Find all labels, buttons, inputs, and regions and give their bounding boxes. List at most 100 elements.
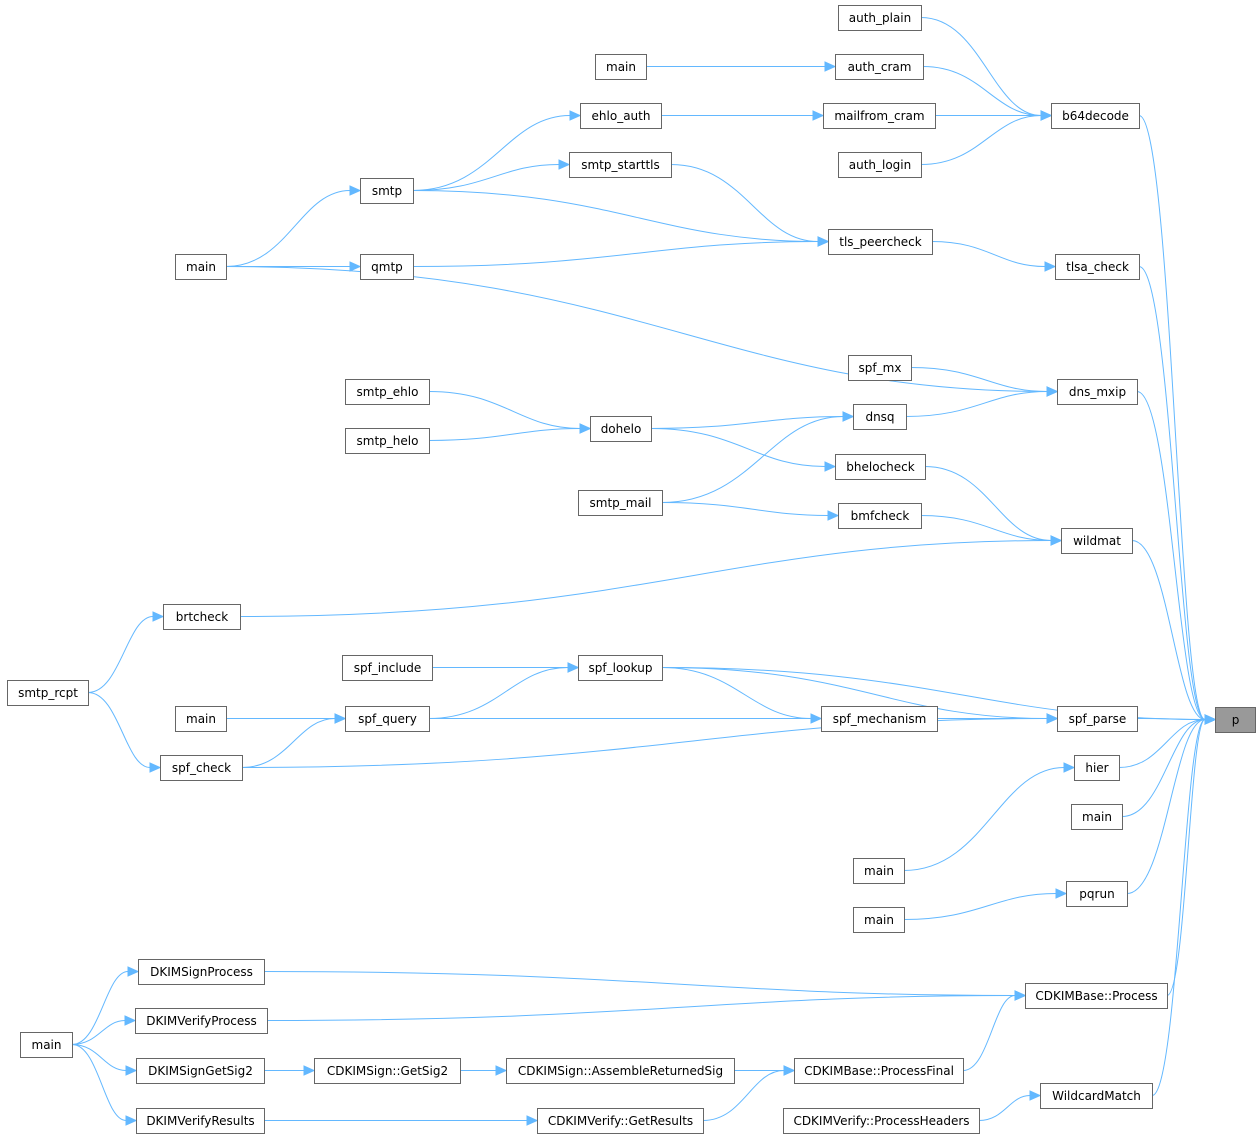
node-auth-plain[interactable]: auth_plain [838, 5, 922, 31]
node-auth-cram[interactable]: auth_cram [835, 54, 924, 80]
node-box[interactable] [1057, 379, 1138, 405]
node-box[interactable] [163, 604, 241, 630]
node-box[interactable] [794, 1058, 964, 1084]
node-main-auth[interactable]: main [595, 54, 647, 80]
node-box[interactable] [590, 416, 652, 442]
node-box[interactable] [853, 858, 905, 884]
node-main-qmail[interactable]: main [175, 254, 227, 280]
node-box[interactable] [1066, 881, 1128, 907]
node-box[interactable] [1055, 254, 1140, 280]
node-box[interactable] [783, 1108, 980, 1134]
node-box[interactable] [580, 103, 662, 129]
node-box[interactable] [569, 152, 672, 178]
node-smtp-helo[interactable]: smtp_helo [345, 428, 430, 454]
node-box[interactable] [838, 503, 922, 529]
node-box[interactable] [595, 54, 647, 80]
node-box[interactable] [175, 706, 227, 732]
node-box[interactable] [1074, 755, 1120, 781]
node-wildcardmatch[interactable]: WildcardMatch [1040, 1083, 1153, 1109]
node-p[interactable]: p [1215, 707, 1256, 733]
node-box[interactable] [848, 355, 912, 381]
node-tlsa-check[interactable]: tlsa_check [1055, 254, 1140, 280]
node-dnsq[interactable]: dnsq [853, 404, 907, 430]
node-box[interactable] [1051, 103, 1140, 129]
node-main-hier[interactable]: main [853, 858, 905, 884]
node-box[interactable] [1071, 804, 1123, 830]
node-wildmat[interactable]: wildmat [1061, 528, 1133, 554]
node-box[interactable] [823, 103, 936, 129]
node-spf-check[interactable]: spf_check [160, 755, 243, 781]
node-smtp-starttls[interactable]: smtp_starttls [569, 152, 672, 178]
node-dkim-sign-getsig2[interactable]: DKIMSignGetSig2 [136, 1058, 265, 1084]
node-smtp-rcpt[interactable]: smtp_rcpt [7, 680, 89, 706]
node-cdkimverify-getresults[interactable]: CDKIMVerify::GetResults [537, 1108, 704, 1134]
node-box[interactable] [136, 1058, 265, 1084]
node-box[interactable] [1025, 983, 1168, 1009]
node-cdkimsign-assemble[interactable]: CDKIMSign::AssembleReturnedSig [506, 1058, 735, 1084]
node-dns-mxip[interactable]: dns_mxip [1057, 379, 1138, 405]
node-hier[interactable]: hier [1074, 755, 1120, 781]
node-box[interactable] [506, 1058, 735, 1084]
node-box[interactable] [578, 490, 663, 516]
node-box[interactable] [342, 655, 433, 681]
node-box[interactable] [537, 1108, 704, 1134]
node-spf-include[interactable]: spf_include [342, 655, 433, 681]
node-tls-peercheck[interactable]: tls_peercheck [828, 229, 933, 255]
node-dohelo[interactable]: dohelo [590, 416, 652, 442]
node-main-p[interactable]: main [1071, 804, 1123, 830]
node-box[interactable] [853, 907, 905, 933]
node-spf-mechanism[interactable]: spf_mechanism [821, 706, 938, 732]
node-main-pq[interactable]: main [853, 907, 905, 933]
node-box[interactable] [1057, 706, 1138, 732]
node-box[interactable] [7, 680, 89, 706]
node-dkim-verify-process[interactable]: DKIMVerifyProcess [135, 1008, 268, 1034]
node-spf-mx[interactable]: spf_mx [848, 355, 912, 381]
node-box[interactable] [360, 254, 414, 280]
node-spf-lookup[interactable]: spf_lookup [578, 655, 663, 681]
node-box[interactable] [360, 178, 414, 204]
node-box[interactable] [175, 254, 227, 280]
node-box[interactable] [821, 706, 938, 732]
node-cdkimbase-process[interactable]: CDKIMBase::Process [1025, 983, 1168, 1009]
node-box[interactable] [1215, 707, 1256, 733]
node-box[interactable] [138, 959, 265, 985]
node-box[interactable] [136, 1108, 265, 1134]
node-bhelocheck[interactable]: bhelocheck [835, 454, 926, 480]
node-box[interactable] [345, 379, 430, 405]
node-main-spf[interactable]: main [175, 706, 227, 732]
node-smtp-mail[interactable]: smtp_mail [578, 490, 663, 516]
node-b64decode[interactable]: b64decode [1051, 103, 1140, 129]
node-box[interactable] [838, 152, 922, 178]
node-main-dkim[interactable]: main [20, 1032, 73, 1058]
node-box[interactable] [135, 1008, 268, 1034]
node-box[interactable] [160, 755, 243, 781]
node-spf-parse[interactable]: spf_parse [1057, 706, 1138, 732]
node-auth-login[interactable]: auth_login [838, 152, 922, 178]
node-smtp[interactable]: smtp [360, 178, 414, 204]
node-box[interactable] [345, 428, 430, 454]
node-box[interactable] [314, 1058, 461, 1084]
node-box[interactable] [1040, 1083, 1153, 1109]
node-qmtp[interactable]: qmtp [360, 254, 414, 280]
node-ehlo-auth[interactable]: ehlo_auth [580, 103, 662, 129]
node-box[interactable] [835, 454, 926, 480]
node-dkim-sign-process[interactable]: DKIMSignProcess [138, 959, 265, 985]
node-pqrun[interactable]: pqrun [1066, 881, 1128, 907]
node-spf-query[interactable]: spf_query [345, 706, 430, 732]
node-cdkimverify-processheaders[interactable]: CDKIMVerify::ProcessHeaders [783, 1108, 980, 1134]
node-mailfrom-cram[interactable]: mailfrom_cram [823, 103, 936, 129]
node-smtp-ehlo[interactable]: smtp_ehlo [345, 379, 430, 405]
node-box[interactable] [828, 229, 933, 255]
node-box[interactable] [345, 706, 430, 732]
node-box[interactable] [838, 5, 922, 31]
node-box[interactable] [853, 404, 907, 430]
node-cdkimbase-processfinal[interactable]: CDKIMBase::ProcessFinal [794, 1058, 964, 1084]
node-cdkimsign-getsig2[interactable]: CDKIMSign::GetSig2 [314, 1058, 461, 1084]
node-box[interactable] [1061, 528, 1133, 554]
node-box[interactable] [835, 54, 924, 80]
node-box[interactable] [578, 655, 663, 681]
node-bmfcheck[interactable]: bmfcheck [838, 503, 922, 529]
node-brtcheck[interactable]: brtcheck [163, 604, 241, 630]
node-box[interactable] [20, 1032, 73, 1058]
node-dkim-verify-results[interactable]: DKIMVerifyResults [136, 1108, 265, 1134]
